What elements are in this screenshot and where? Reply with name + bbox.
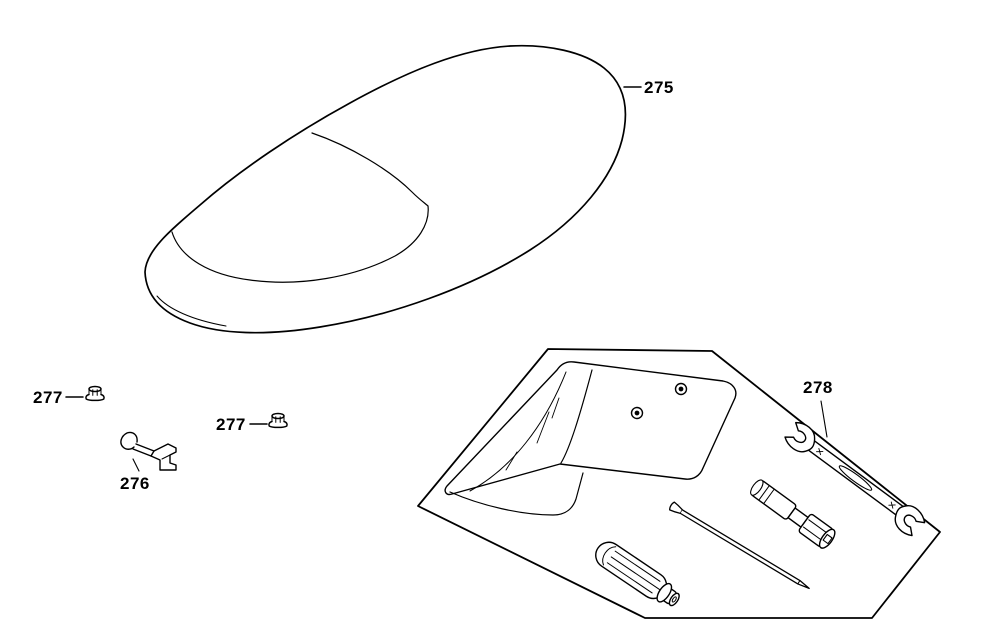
- part-label-276: 276: [120, 474, 150, 493]
- nut-right-icon: [249, 412, 288, 429]
- snap-button-icon: [630, 406, 644, 420]
- seat-drawing: [144, 44, 627, 334]
- part-label-275: 275: [644, 78, 674, 97]
- part-label-277-right: 277: [216, 415, 246, 434]
- snap-button-icon: [674, 382, 688, 396]
- spark-plug-socket-drawing: [750, 479, 836, 549]
- wrench-drawing: [781, 418, 929, 540]
- bracket-drawing: [120, 431, 177, 472]
- nut-left-icon: [65, 385, 105, 402]
- tool-pouch-drawing: [444, 361, 737, 516]
- part-label-277-left: 277: [33, 388, 63, 407]
- leader-276: [132, 458, 140, 472]
- part-label-278: 278: [803, 378, 833, 397]
- leader-278: [820, 400, 828, 438]
- tool-tray-drawing: [417, 348, 941, 619]
- screwdriver-blade-drawing: [669, 501, 810, 590]
- screwdriver-handle-drawing: [595, 541, 680, 607]
